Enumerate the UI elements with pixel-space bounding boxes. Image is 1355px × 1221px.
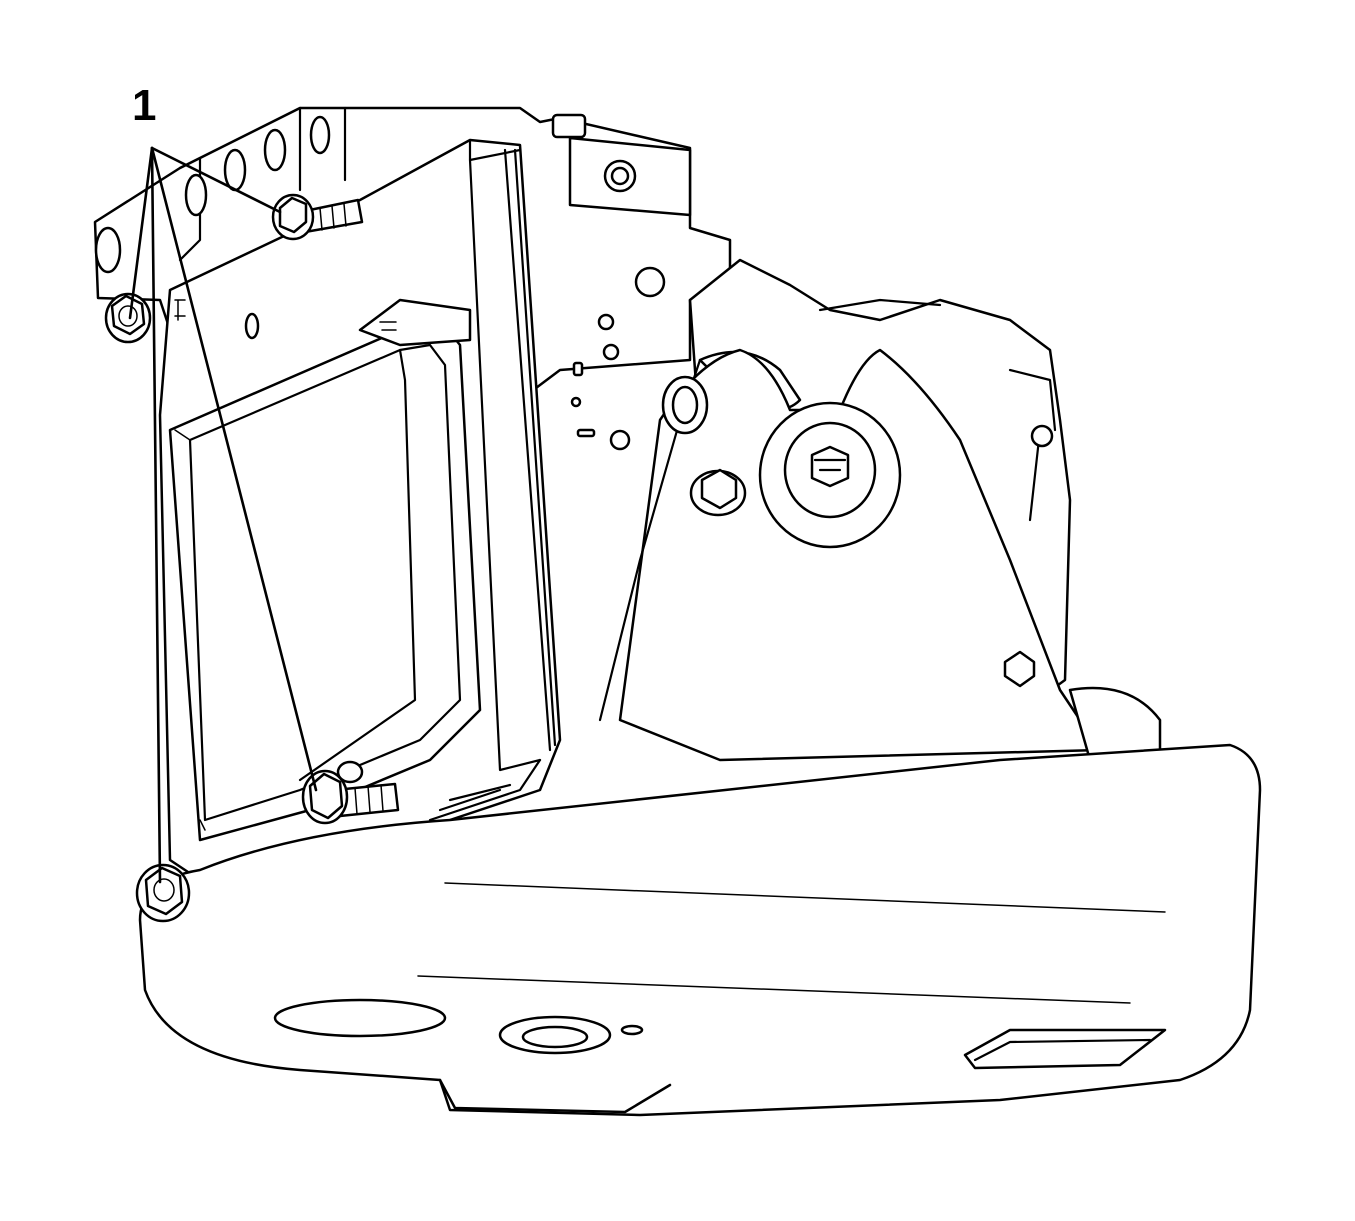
bolt-icon [135, 863, 191, 923]
callout-number-label: 1 [132, 81, 157, 130]
bolt-icon [271, 193, 364, 241]
callout-leader-lines [128, 146, 318, 884]
bolt-icon [104, 292, 152, 344]
bolt-icon [301, 760, 400, 825]
electronic-control-module [158, 138, 562, 882]
mounting-bracket [598, 258, 1162, 762]
lower-housing [138, 743, 1262, 1117]
